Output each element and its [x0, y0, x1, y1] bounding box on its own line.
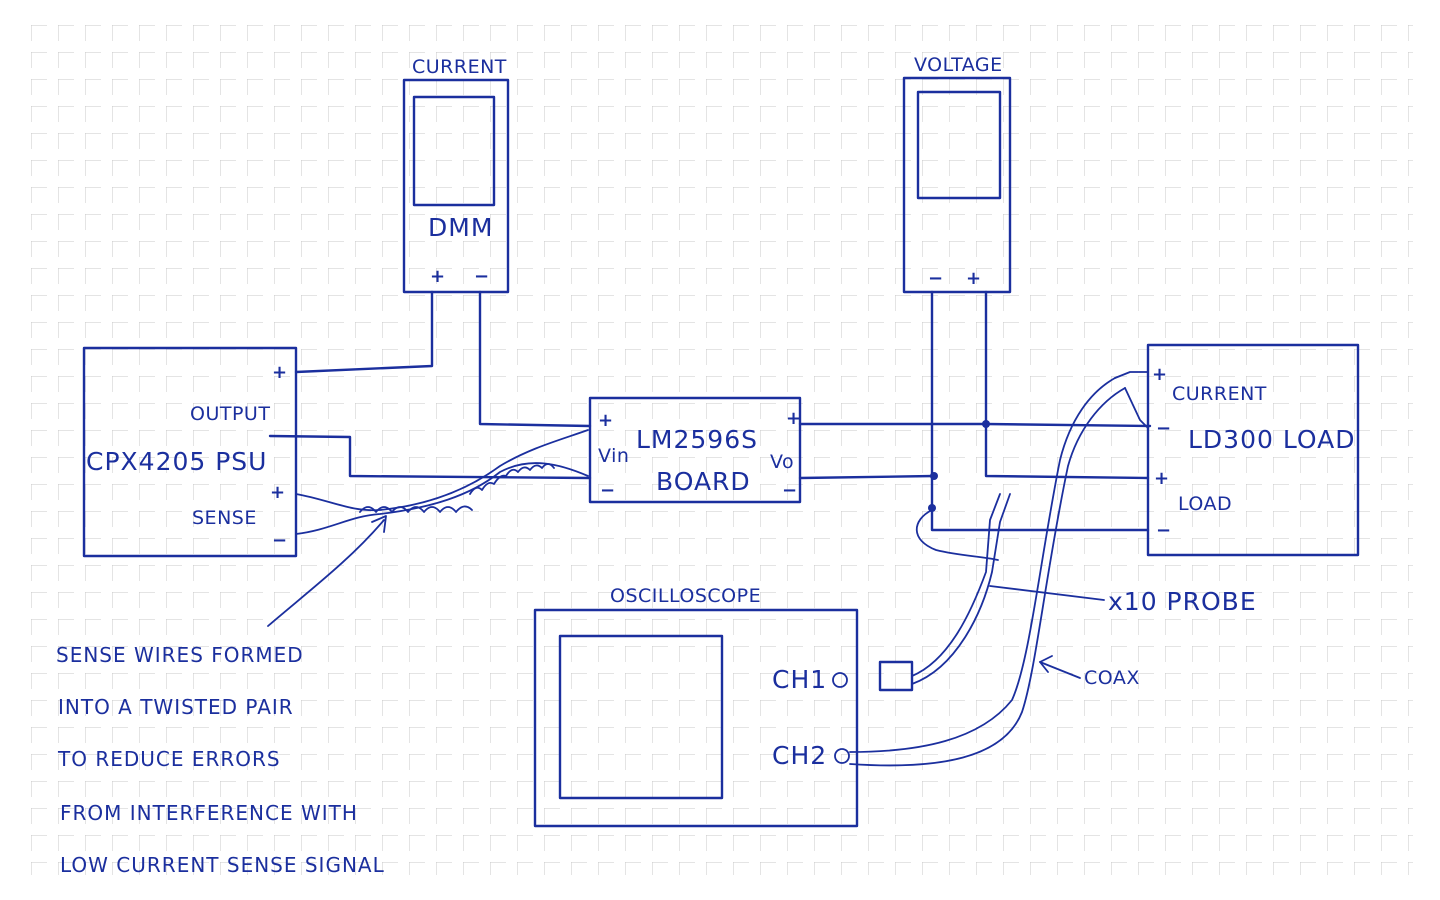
- dmm-label: DMM: [428, 213, 493, 242]
- load-current-minus: −: [1156, 418, 1171, 439]
- wiring: [267, 290, 1152, 767]
- electronic-load: CURRENT LD300 LOAD LOAD + − + −: [1146, 343, 1360, 557]
- psu-sense-plus: +: [270, 482, 285, 503]
- load-name: LD300 LOAD: [1188, 425, 1355, 454]
- psu-box: OUTPUT CPX4205 PSU SENSE + + −: [82, 346, 298, 558]
- voltmeter-minus-terminal: −: [928, 268, 943, 289]
- board-out-minus: −: [782, 480, 797, 501]
- note-line-3: TO REDUCE ERRORS: [57, 747, 281, 771]
- note-line-2: INTO A TWISTED PAIR: [58, 695, 294, 719]
- probe-label: x10 PROBE: [1108, 587, 1257, 616]
- load-load-plus: +: [1154, 468, 1169, 489]
- board-title-line2: BOARD: [656, 467, 751, 496]
- board-vout-label: Vo: [770, 451, 794, 473]
- regulator-board: LM2596S BOARD Vin Vo + − + −: [588, 396, 802, 504]
- psu-output-plus: +: [272, 362, 287, 383]
- sense-wire-note: SENSE WIRES FORMED INTO A TWISTED PAIR T…: [56, 643, 385, 877]
- dmm-plus-terminal: +: [430, 266, 445, 287]
- psu-output-label: OUTPUT: [190, 403, 270, 425]
- board-in-minus: −: [600, 480, 615, 501]
- current-meter-title: CURRENT: [412, 56, 507, 78]
- voltage-meter-title: VOLTAGE: [914, 54, 1003, 76]
- psu-name: CPX4205 PSU: [86, 447, 267, 476]
- voltage-meter: VOLTAGE − +: [902, 54, 1012, 294]
- note-line-4: FROM INTERFERENCE WITH: [60, 801, 358, 825]
- board-out-plus: +: [786, 408, 801, 429]
- board-title-line1: LM2596S: [636, 425, 758, 454]
- psu-sense-minus: −: [272, 530, 287, 551]
- psu-sense-label: SENSE: [192, 507, 257, 529]
- note-line-5: LOW CURRENT SENSE SIGNAL: [60, 853, 385, 877]
- load-current-label: CURRENT: [1172, 383, 1267, 405]
- dmm-minus-terminal: −: [474, 266, 489, 287]
- board-vin-label: Vin: [598, 445, 629, 467]
- current-meter: CURRENT DMM + −: [402, 56, 510, 294]
- oscilloscope: OSCILLOSCOPE CH1 CH2: [533, 585, 914, 828]
- note-line-1: SENSE WIRES FORMED: [56, 643, 304, 667]
- board-in-plus: +: [598, 410, 613, 431]
- load-load-minus: −: [1156, 520, 1171, 541]
- voltmeter-plus-terminal: +: [966, 268, 981, 289]
- oscilloscope-title: OSCILLOSCOPE: [610, 585, 761, 607]
- coax-label: COAX: [1084, 667, 1140, 689]
- ch1-label: CH1: [772, 665, 827, 694]
- ch2-label: CH2: [772, 741, 827, 770]
- load-load-label: LOAD: [1178, 493, 1232, 515]
- load-current-plus: +: [1152, 364, 1167, 385]
